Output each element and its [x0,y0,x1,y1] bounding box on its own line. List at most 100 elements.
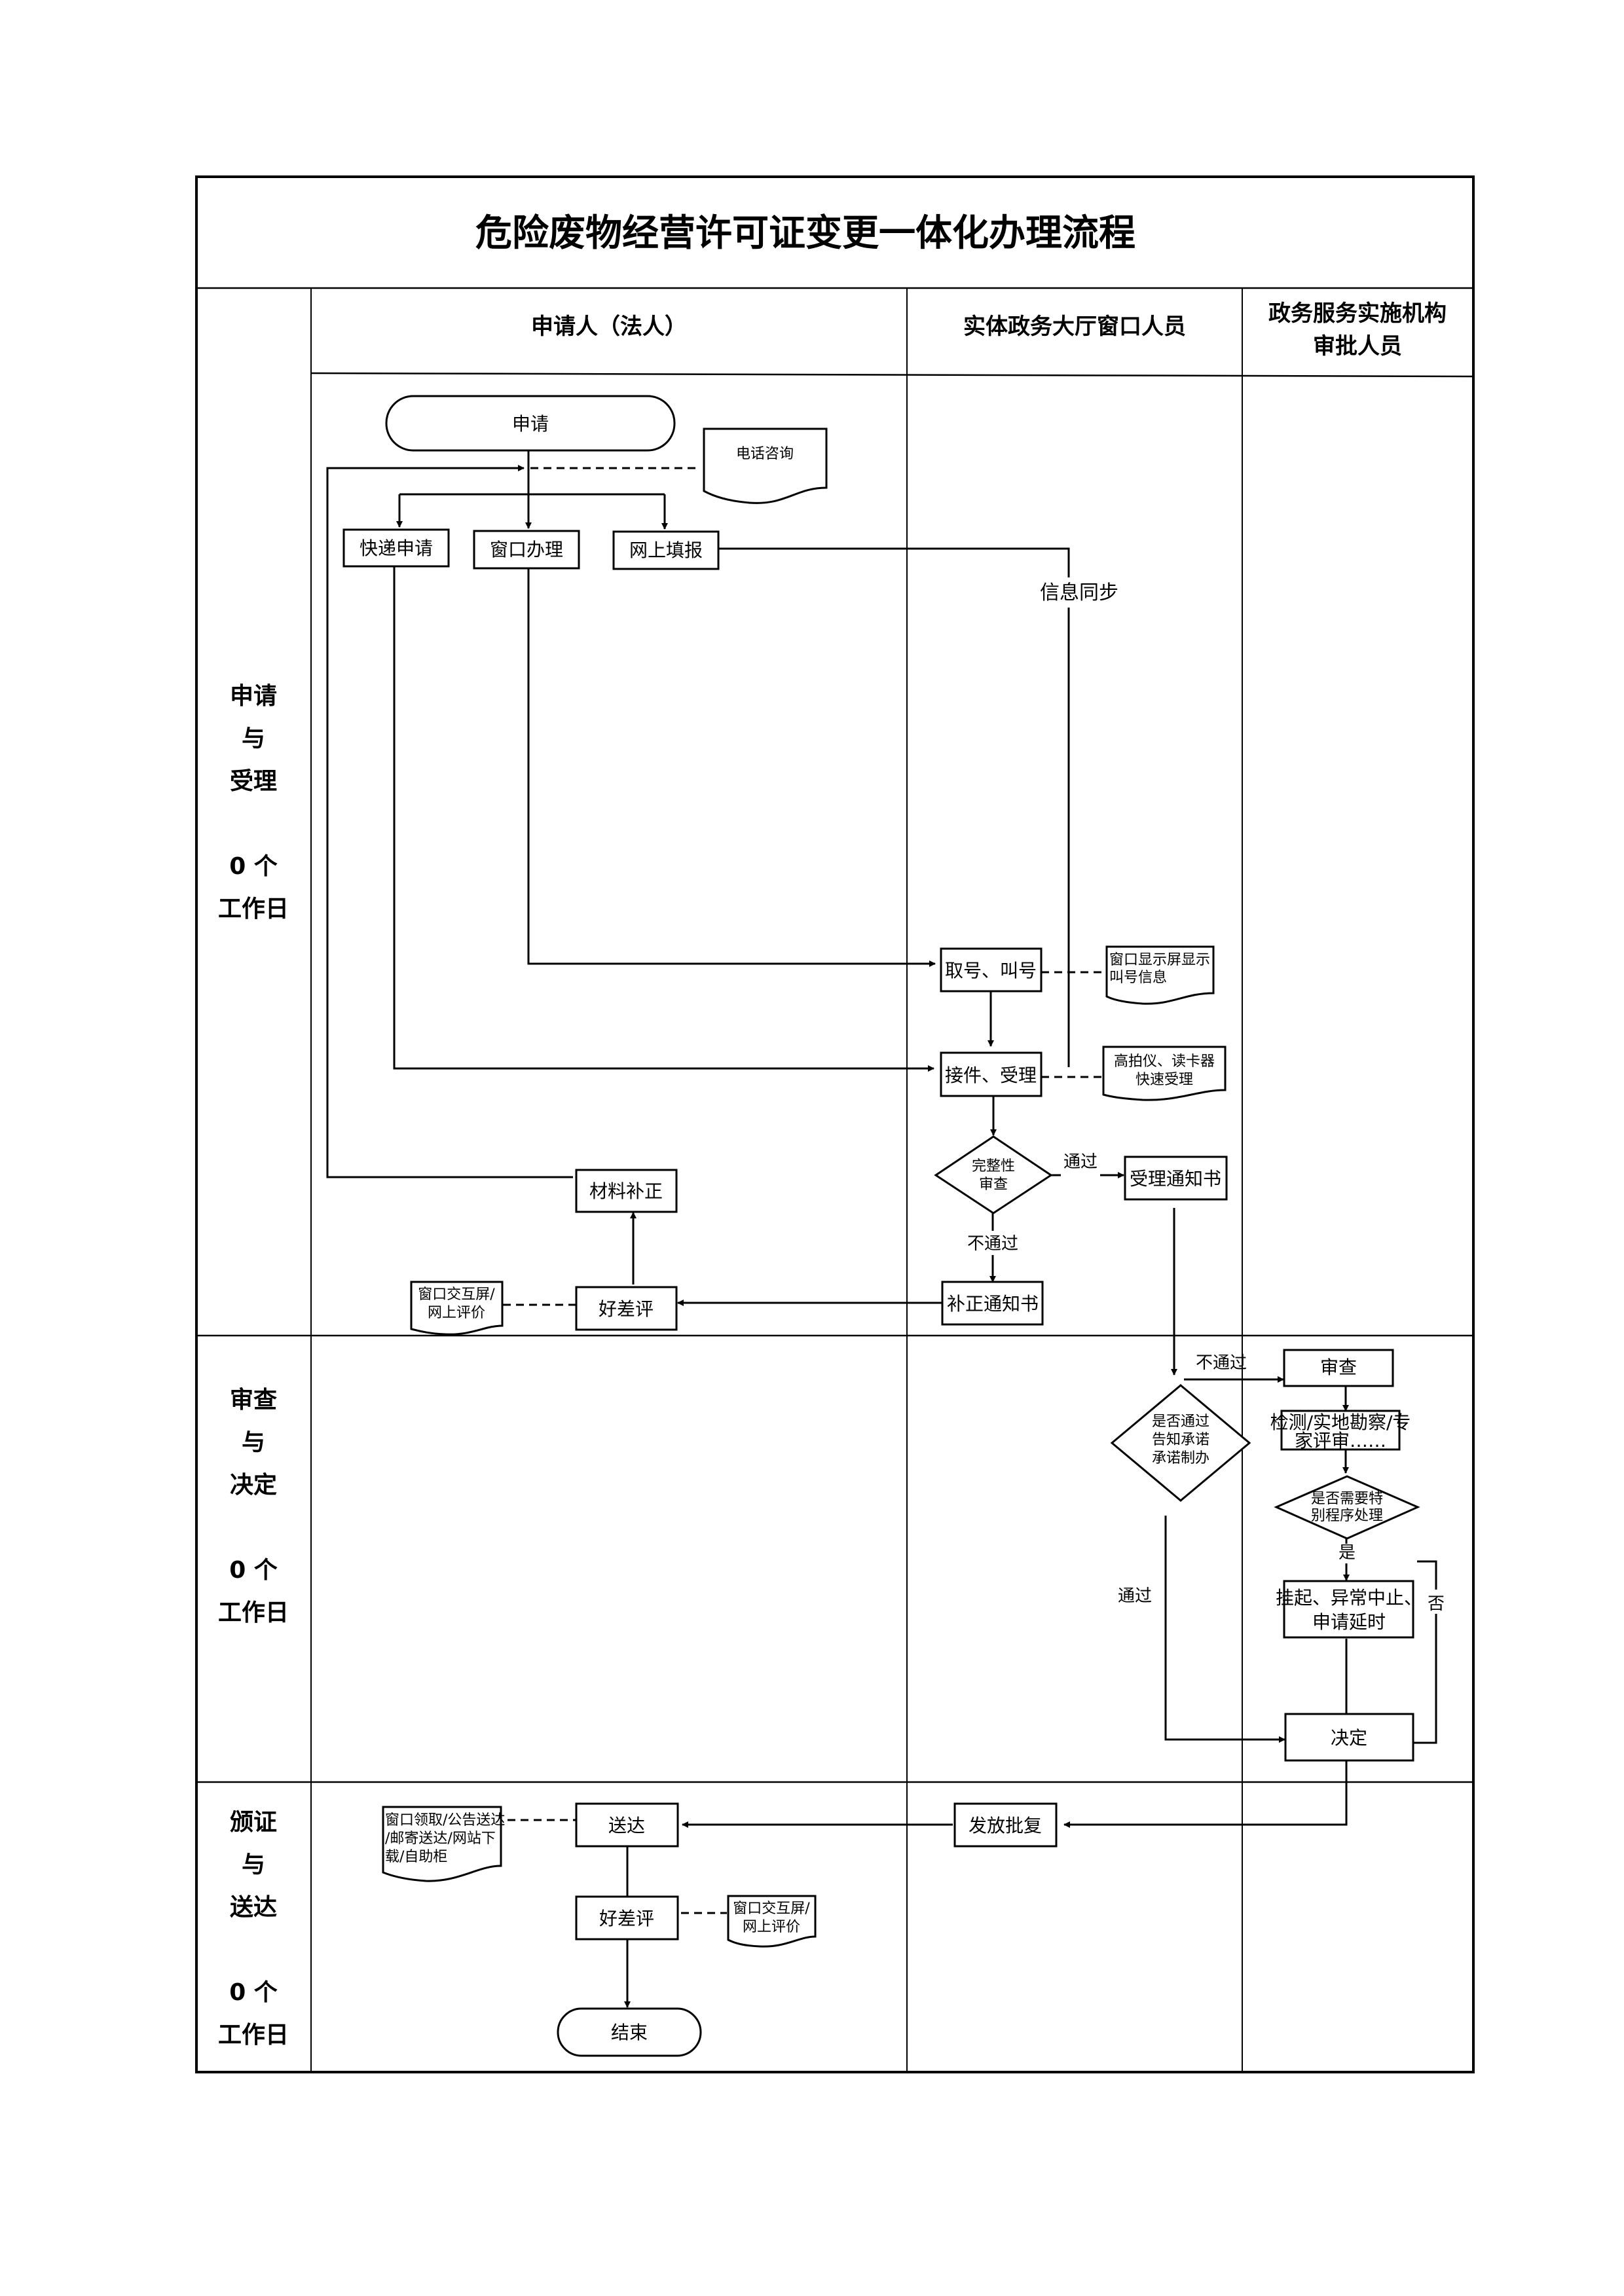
edge-label-commit-fail: 不通过 [1196,1353,1247,1373]
node-label: 窗口交互屏/ [733,1901,810,1917]
process-shape [575,1286,678,1331]
node-label: 检测/实地勘察/专 [1270,1412,1411,1433]
terminator-shape [385,395,676,452]
node-scanner-note: 高拍仪、读卡器 快速受理 [1102,1046,1227,1101]
phase-label-line: 颁证 [230,1809,277,1836]
document-shape [410,1281,504,1336]
connector [1417,1560,1437,1590]
edge-label-pass: 通过 [1063,1152,1098,1172]
node-rating-note-2: 窗口交互屏/ 网上评价 [727,1895,817,1948]
edge-label-no: 否 [1428,1594,1445,1614]
document-shape [1102,1046,1227,1101]
document-shape [382,1806,502,1882]
connector-info-sync [717,547,1070,577]
info-sync-label: 信息同步 [1040,581,1118,604]
node-correction-notice: 补正通知书 [941,1281,1044,1326]
phase-label-line: 受理 [230,768,277,795]
process-shape [575,1169,678,1213]
node-deliver-note: 窗口领取/公告送达 /邮寄送达/网站下 载/自助柜 [382,1806,505,1882]
process-shape [473,530,580,570]
phase-label-issue-deliver: 颁证 与 送达 0 个 工作日 [218,1809,289,2049]
node-label: 申请 [512,413,549,435]
node-label: 窗口显示屏显示 [1109,952,1210,968]
document-shape [1105,945,1215,1005]
node-label: 取号、叫号 [945,960,1037,981]
node-label: 申请延时 [1312,1611,1386,1633]
process-shape [1283,1349,1394,1387]
node-take-number: 取号、叫号 [940,947,1043,993]
node-label: 高拍仪、读卡器 [1114,1053,1215,1070]
node-label: 送达 [608,1815,645,1836]
node-commitment-check: 是否通过 告知承诺 承诺制办 [1110,1384,1251,1502]
node-label: 窗口交互屏/ [418,1286,495,1303]
node-label: 家评审…… [1295,1430,1386,1451]
terminator-shape [557,2007,702,2057]
node-label: 审查 [1320,1357,1357,1378]
phase-days: 0 个 [229,1979,278,2006]
node-online-fill: 网上填报 [612,530,720,570]
node-rating-2: 好差评 [575,1895,679,1941]
process-shape [1280,1410,1401,1451]
node-label: 完整性 [972,1158,1015,1175]
connector [1164,1516,1285,1743]
node-end: 结束 [557,2007,702,2057]
process-shape [1124,1156,1228,1201]
node-suspend: 挂起、异常中止、 申请延时 [1276,1580,1422,1639]
process-shape [953,1802,1058,1848]
node-label: 是否需要特 [1311,1491,1383,1507]
node-label: 网上评价 [743,1919,800,1935]
document-shape [703,428,828,504]
node-label: 好差评 [599,1298,654,1320]
lane-header-applicant: 申请人（法人） [531,314,687,340]
lane-header-approver-line2: 审批人员 [1313,333,1402,359]
node-window-handle: 窗口办理 [473,530,580,570]
process-shape [940,1051,1043,1097]
header-divider [310,372,1474,378]
phase-days: 0 个 [229,1557,278,1584]
connector [1407,1614,1437,1746]
process-shape [940,947,1043,993]
connector [393,566,934,1072]
node-review: 审查 [1283,1349,1394,1387]
phase-label-line: 与 [242,1851,265,1878]
phase-label-line: 送达 [230,1894,277,1921]
page-title: 危险废物经营许可证变更一体化办理流程 [475,212,1135,255]
node-label: 是否通过 [1152,1413,1209,1430]
phase-label-line: 与 [242,725,265,752]
node-label: 网上评价 [428,1305,485,1321]
node-label: 挂起、异常中止、 [1276,1587,1422,1609]
connector [527,568,936,967]
node-label: 结束 [611,2022,648,2043]
node-express-apply: 快递申请 [342,528,450,568]
phase-label-apply-accept: 申请 与 受理 0 个 工作日 [218,683,289,922]
node-label: 窗口办理 [490,539,563,560]
decision-shape [934,1135,1053,1214]
node-label: 快递申请 [360,538,433,559]
phase-days: 0 个 [229,853,278,880]
node-accept-notice: 受理通知书 [1124,1156,1228,1201]
phase-label-line: 审查 [230,1387,277,1413]
node-label: 发放批复 [969,1815,1042,1836]
lane-header-approver-line1: 政务服务实施机构 [1268,301,1447,327]
phase-days-unit: 工作日 [218,1599,289,1626]
phase-label-line: 决定 [230,1472,277,1499]
connector [1063,1756,1348,1828]
process-shape [1284,1713,1414,1762]
node-start: 申请 [385,395,676,452]
node-label: 快速受理 [1135,1072,1193,1088]
node-rating-note-1: 窗口交互屏/ 网上评价 [410,1281,504,1336]
phase-label-line: 申请 [230,683,277,710]
document-shape [727,1895,817,1948]
node-decision: 决定 [1284,1713,1414,1762]
node-label: 承诺制办 [1152,1450,1209,1467]
phase-label-line: 与 [242,1429,265,1456]
process-shape [342,528,450,568]
node-screen-note: 窗口显示屏显示 叫号信息 [1105,945,1215,1005]
node-inspection: 检测/实地勘察/专 家评审…… [1270,1410,1411,1451]
node-label: 别程序处理 [1311,1508,1383,1524]
process-shape [1283,1580,1414,1639]
node-issue-reply: 发放批复 [953,1802,1058,1848]
node-label: 载/自助柜 [385,1849,447,1865]
node-label: 受理通知书 [1130,1168,1221,1190]
